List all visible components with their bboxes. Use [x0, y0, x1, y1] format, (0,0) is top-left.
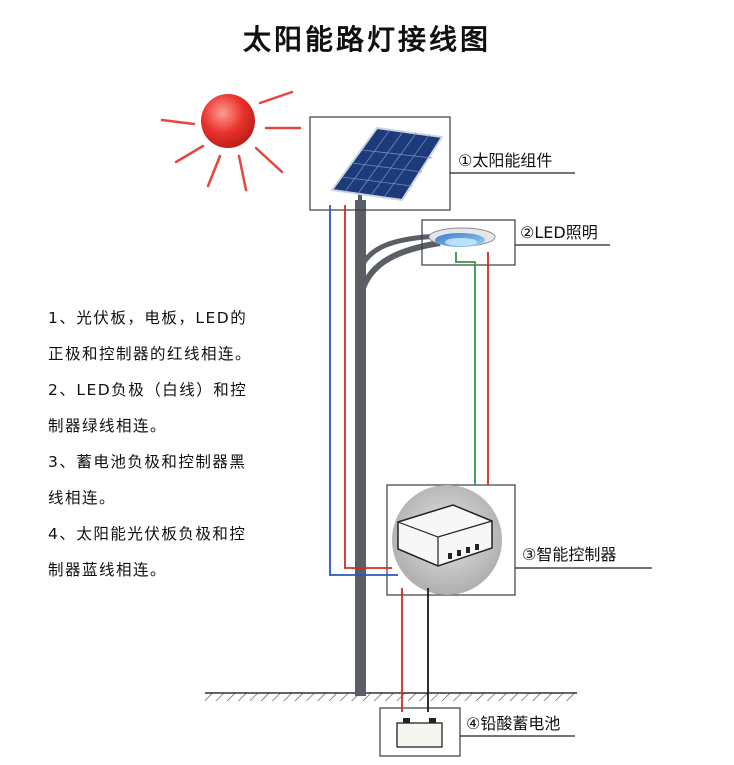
- leader-lines: [450, 172, 652, 737]
- note-1-line-1: 1、光伏板，电板，LED的: [48, 309, 248, 327]
- led-lamp-icon: [428, 227, 496, 247]
- battery-label: ④铅酸蓄电池: [466, 714, 560, 733]
- led-light-label: ②LED照明: [520, 223, 598, 242]
- note-3-line-2: 线相连。: [48, 489, 117, 507]
- ground: [205, 692, 577, 701]
- note-3: 3、蓄电池负极和控制器黑 线相连。: [48, 444, 318, 516]
- green-wire-led-negative: [455, 252, 476, 485]
- battery-icon: [396, 718, 443, 748]
- controller-box: [386, 484, 516, 596]
- note-3-line-1: 3、蓄电池负极和控制器黑: [48, 453, 247, 471]
- note-2-line-2: 制器绿线相连。: [48, 417, 168, 435]
- note-1: 1、光伏板，电板，LED的 正极和控制器的红线相连。: [48, 300, 318, 372]
- blue-wire-solar-negative: [329, 205, 398, 576]
- note-4-line-1: 4、太阳能光伏板负极和控: [48, 525, 247, 543]
- led-light-box: [421, 219, 516, 266]
- note-2-line-1: 2、LED负极（白线）和控: [48, 381, 248, 399]
- controller-icon: [392, 485, 502, 595]
- diagram-title: 太阳能路灯接线图: [242, 23, 491, 56]
- solar-module-label: ①太阳能组件: [458, 151, 552, 170]
- solar-panel-icon: [330, 126, 444, 202]
- solar-module-box: [309, 116, 451, 211]
- sun-icon: [160, 90, 302, 192]
- wires: [329, 205, 489, 712]
- street-light-pole: [355, 193, 441, 696]
- controller-label: ③智能控制器: [522, 545, 616, 564]
- note-2: 2、LED负极（白线）和控 制器绿线相连。: [48, 372, 318, 444]
- battery-box: [379, 707, 461, 757]
- note-1-line-2: 正极和控制器的红线相连。: [48, 345, 253, 363]
- note-4: 4、太阳能光伏板负极和控 制器蓝线相连。: [48, 516, 318, 588]
- note-4-line-2: 制器蓝线相连。: [48, 561, 168, 579]
- red-wire-solar: [344, 205, 392, 569]
